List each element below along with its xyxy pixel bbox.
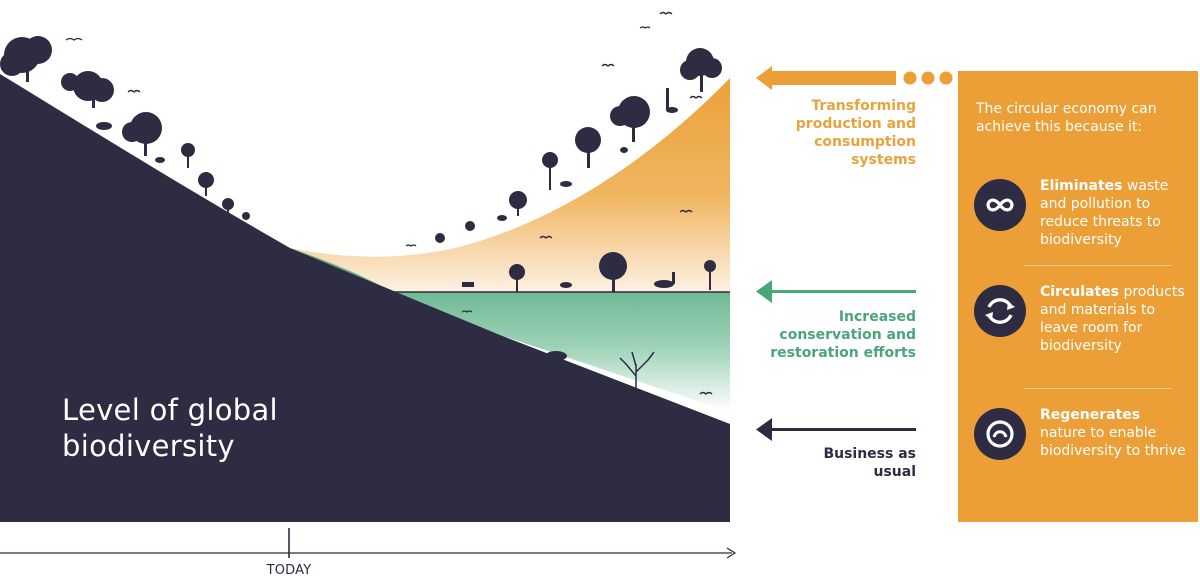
regenerates-bold: Regenerates: [1040, 407, 1141, 423]
main-label: Level of global biodiversity: [62, 393, 278, 463]
eliminates-text: Eliminates waste and pollution to reduce…: [1040, 177, 1190, 249]
circulates-rest: products and materials to leave room for…: [1040, 284, 1185, 354]
infinity-icon: [974, 179, 1026, 231]
regenerate-loop-icon: [974, 408, 1026, 460]
business-as-usual-arrow-icon: [756, 418, 916, 441]
panel-intro: The circular economy can achieve this be…: [976, 101, 1157, 135]
eliminates-bold: Eliminates: [1040, 178, 1123, 194]
animal-silhouettes: [96, 88, 678, 361]
transforming-label: Transforming production and consumption …: [795, 98, 916, 168]
transforming-pathway-area: [290, 78, 730, 292]
eliminates-rest: waste and pollution to reduce threats to…: [1040, 178, 1169, 248]
conservation-pathway-area: [290, 248, 730, 412]
dead-tree-icon: [619, 351, 655, 392]
conservation-arrow-icon: [756, 280, 916, 303]
conservation-label: Increased conservation and restoration e…: [770, 309, 916, 361]
circular-economy-panel: The circular economy can achieve this be…: [958, 71, 1198, 522]
circulates-text: Circulates products and materials to lea…: [1040, 283, 1190, 355]
regenerates-text: Regenerates nature to enable biodiversit…: [1040, 406, 1190, 460]
tree-silhouettes: [0, 36, 722, 292]
circular-arrows-icon: [974, 285, 1026, 337]
regenerates-rest: nature to enable biodiversity to thrive: [1040, 425, 1186, 459]
circulates-bold: Circulates: [1040, 284, 1120, 300]
bird-silhouettes: [65, 11, 713, 395]
timeline-arrowhead-icon: [726, 547, 737, 559]
transforming-arrow-icon: [756, 66, 953, 90]
panel-divider-1: [1024, 265, 1172, 266]
today-label: TODAY: [266, 563, 312, 578]
business-as-usual-decline-area: [0, 74, 730, 522]
panel-divider-2: [1024, 388, 1172, 389]
business-as-usual-label: Business as usual: [823, 446, 916, 480]
